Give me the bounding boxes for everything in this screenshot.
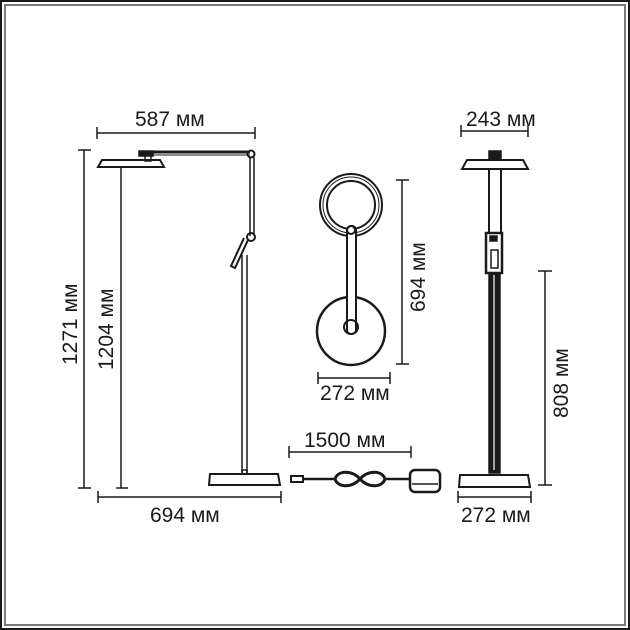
side-total-height-label: 1271 мм — [59, 283, 82, 365]
top-width-label: 272 мм — [320, 382, 390, 405]
inner-frame — [4, 4, 626, 626]
side-base-width-label: 694 мм — [150, 504, 220, 527]
front-top-width-label: 243 мм — [466, 108, 536, 131]
cable-length-label: 1500 мм — [304, 429, 386, 452]
top-view-lamp — [315, 173, 409, 384]
front-base-width-label: 272 мм — [461, 504, 531, 527]
top-length-label: 694 мм — [407, 242, 430, 312]
front-view-lamp — [457, 125, 552, 503]
side-top-width-label: 587 мм — [135, 108, 205, 131]
side-view-lamp — [78, 127, 282, 503]
side-shade-height-label: 1204 мм — [95, 288, 118, 370]
front-pole-height-label: 808 мм — [550, 348, 573, 418]
cable-view — [288, 446, 442, 494]
